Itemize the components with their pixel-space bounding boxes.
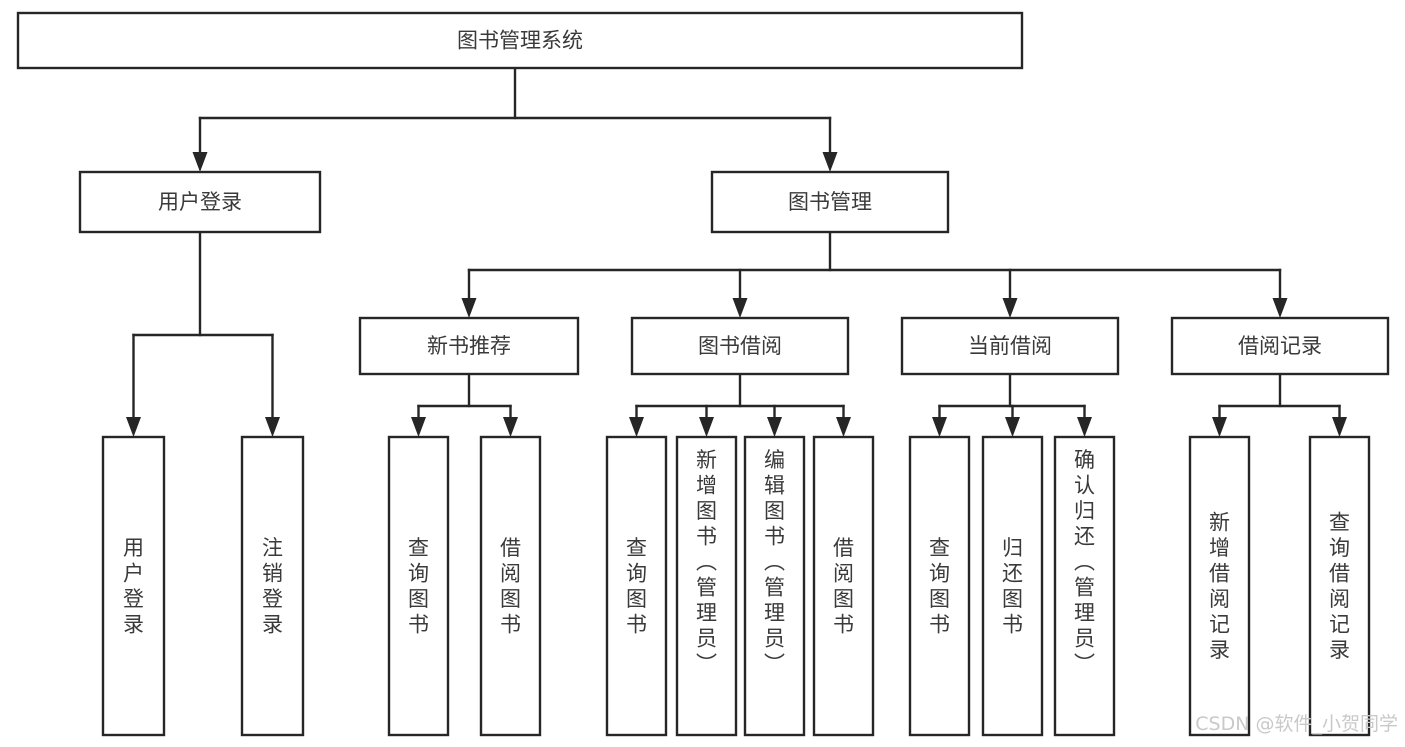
level3-node-box [358, 316, 580, 376]
leaf-node-10[interactable]: 归还图书 [981, 435, 1044, 737]
diagram-nodes: 图书管理系统用户登录图书管理新书推荐图书借阅当前借阅借阅记录用户登录注销登录查询… [16, 11, 1390, 737]
leaf-node-box [743, 435, 806, 737]
leaf-node-3[interactable]: 查询图书 [387, 435, 450, 737]
leaf-node-box [605, 435, 668, 737]
arrow-head-icon [1332, 417, 1347, 437]
leaf-node-label: 注销登录 [262, 536, 283, 637]
level3-node-4[interactable]: 借阅记录 [1170, 316, 1390, 376]
level3-node-label: 借阅记录 [1238, 334, 1322, 358]
arrow-head-icon [836, 417, 851, 437]
level3-node-box [1170, 316, 1390, 376]
leaf-node-box [101, 435, 166, 737]
leaf-node-box [479, 435, 542, 737]
level2-node-1[interactable]: 用户登录 [78, 170, 322, 234]
arrow-head-icon [732, 298, 748, 318]
leaf-node-box [1188, 435, 1251, 737]
arrow-head-icon [411, 417, 426, 437]
level3-node-3[interactable]: 当前借阅 [900, 316, 1120, 376]
leaf-node-label: 查询借阅记录 [1329, 510, 1350, 662]
watermark-label: CSDN @软件_小贺同学 [1195, 713, 1398, 735]
level3-node-2[interactable]: 图书借阅 [630, 316, 850, 376]
leaf-node-box [1053, 435, 1116, 737]
leaf-node-13[interactable]: 查询借阅记录 [1308, 435, 1371, 737]
arrow-head-icon [629, 417, 644, 437]
arrow-head-icon [822, 152, 838, 172]
arrow-head-icon [126, 417, 141, 437]
level2-node-box [78, 170, 322, 234]
root-node-label: 图书管理系统 [457, 29, 583, 53]
arrow-head-icon [265, 417, 280, 437]
connector-edges [126, 66, 1347, 437]
root-node-box [16, 11, 1024, 70]
leaf-node-label: 用户登录 [123, 536, 144, 637]
leaf-node-label: 新增借阅记录 [1209, 510, 1230, 662]
level2-node-label: 图书管理 [788, 190, 872, 214]
level2-node-2[interactable]: 图书管理 [710, 170, 950, 234]
arrow-head-icon [1005, 417, 1020, 437]
leaf-node-box [812, 435, 875, 737]
leaf-node-11[interactable]: 确认归还︵管理员︶ [1053, 435, 1116, 737]
arrow-head-icon [192, 152, 208, 172]
leaf-node-9[interactable]: 查询图书 [908, 435, 971, 737]
level2-node-label: 用户登录 [158, 190, 242, 214]
level3-node-label: 图书借阅 [698, 334, 782, 358]
leaf-node-box [908, 435, 971, 737]
leaf-node-box [1308, 435, 1371, 737]
arrow-head-icon [1272, 298, 1288, 318]
arrow-head-icon [699, 417, 714, 437]
arrow-head-icon [1212, 417, 1227, 437]
leaf-node-box [240, 435, 305, 737]
leaf-node-2[interactable]: 注销登录 [240, 435, 305, 737]
level3-node-box [630, 316, 850, 376]
leaf-node-label: 查询图书 [408, 536, 429, 637]
leaf-node-7[interactable]: 编辑图书︵管理员︶ [743, 435, 806, 737]
arrow-head-icon [461, 298, 477, 318]
leaf-node-label: 确认归还︵管理员︶ [1074, 448, 1095, 676]
leaf-node-4[interactable]: 借阅图书 [479, 435, 542, 737]
leaf-node-label: 查询图书 [929, 536, 950, 637]
leaf-node-box [981, 435, 1044, 737]
leaf-node-label: 新增图书︵管理员︶ [696, 448, 717, 676]
level3-node-box [900, 316, 1120, 376]
leaf-node-6[interactable]: 新增图书︵管理员︶ [675, 435, 738, 737]
level3-node-label: 当前借阅 [968, 334, 1052, 358]
leaf-node-label: 查询图书 [626, 536, 647, 637]
leaf-node-8[interactable]: 借阅图书 [812, 435, 875, 737]
arrow-head-icon [1002, 298, 1018, 318]
arrow-head-icon [932, 417, 947, 437]
arrow-head-icon [1077, 417, 1092, 437]
level3-node-1[interactable]: 新书推荐 [358, 316, 580, 376]
root-node-1[interactable]: 图书管理系统 [16, 11, 1024, 70]
arrow-head-icon [767, 417, 782, 437]
leaf-node-5[interactable]: 查询图书 [605, 435, 668, 737]
leaf-node-label: 借阅图书 [500, 536, 521, 637]
leaf-node-box [675, 435, 738, 737]
level3-node-label: 新书推荐 [427, 334, 511, 358]
leaf-node-12[interactable]: 新增借阅记录 [1188, 435, 1251, 737]
leaf-node-box [387, 435, 450, 737]
level2-node-box [710, 170, 950, 234]
leaf-node-label: 编辑图书︵管理员︶ [764, 448, 785, 676]
leaf-node-label: 归还图书 [1002, 536, 1023, 637]
leaf-node-label: 借阅图书 [833, 536, 854, 637]
arrow-head-icon [503, 417, 518, 437]
leaf-node-1[interactable]: 用户登录 [101, 435, 166, 737]
